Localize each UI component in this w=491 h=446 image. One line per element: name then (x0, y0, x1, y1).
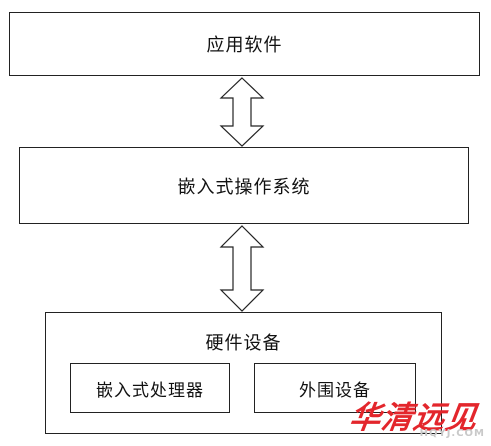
embedded-processor-box: 嵌入式处理器 (70, 363, 230, 413)
application-layer-label: 应用软件 (206, 35, 283, 56)
bidirectional-arrow-app-os (219, 77, 265, 147)
application-layer-box: 应用软件 (9, 12, 480, 76)
hardware-layer-box: 硬件设备 嵌入式处理器 外围设备 (45, 312, 442, 434)
embedded-processor-label: 嵌入式处理器 (96, 380, 204, 401)
os-layer-box: 嵌入式操作系统 (19, 147, 469, 224)
bidirectional-arrow-os-hw (219, 225, 265, 312)
os-layer-label: 嵌入式操作系统 (177, 176, 311, 198)
peripheral-devices-box: 外围设备 (254, 363, 416, 413)
arrow-shape (219, 225, 265, 312)
peripheral-devices-label: 外围设备 (299, 380, 371, 401)
arrow-shape (219, 77, 265, 147)
hardware-layer-label: 硬件设备 (205, 333, 282, 354)
watermark-site-text: HQYJ.COM (419, 428, 485, 439)
watermark-logo: 华清远见 HQYJ.COM (347, 392, 491, 446)
